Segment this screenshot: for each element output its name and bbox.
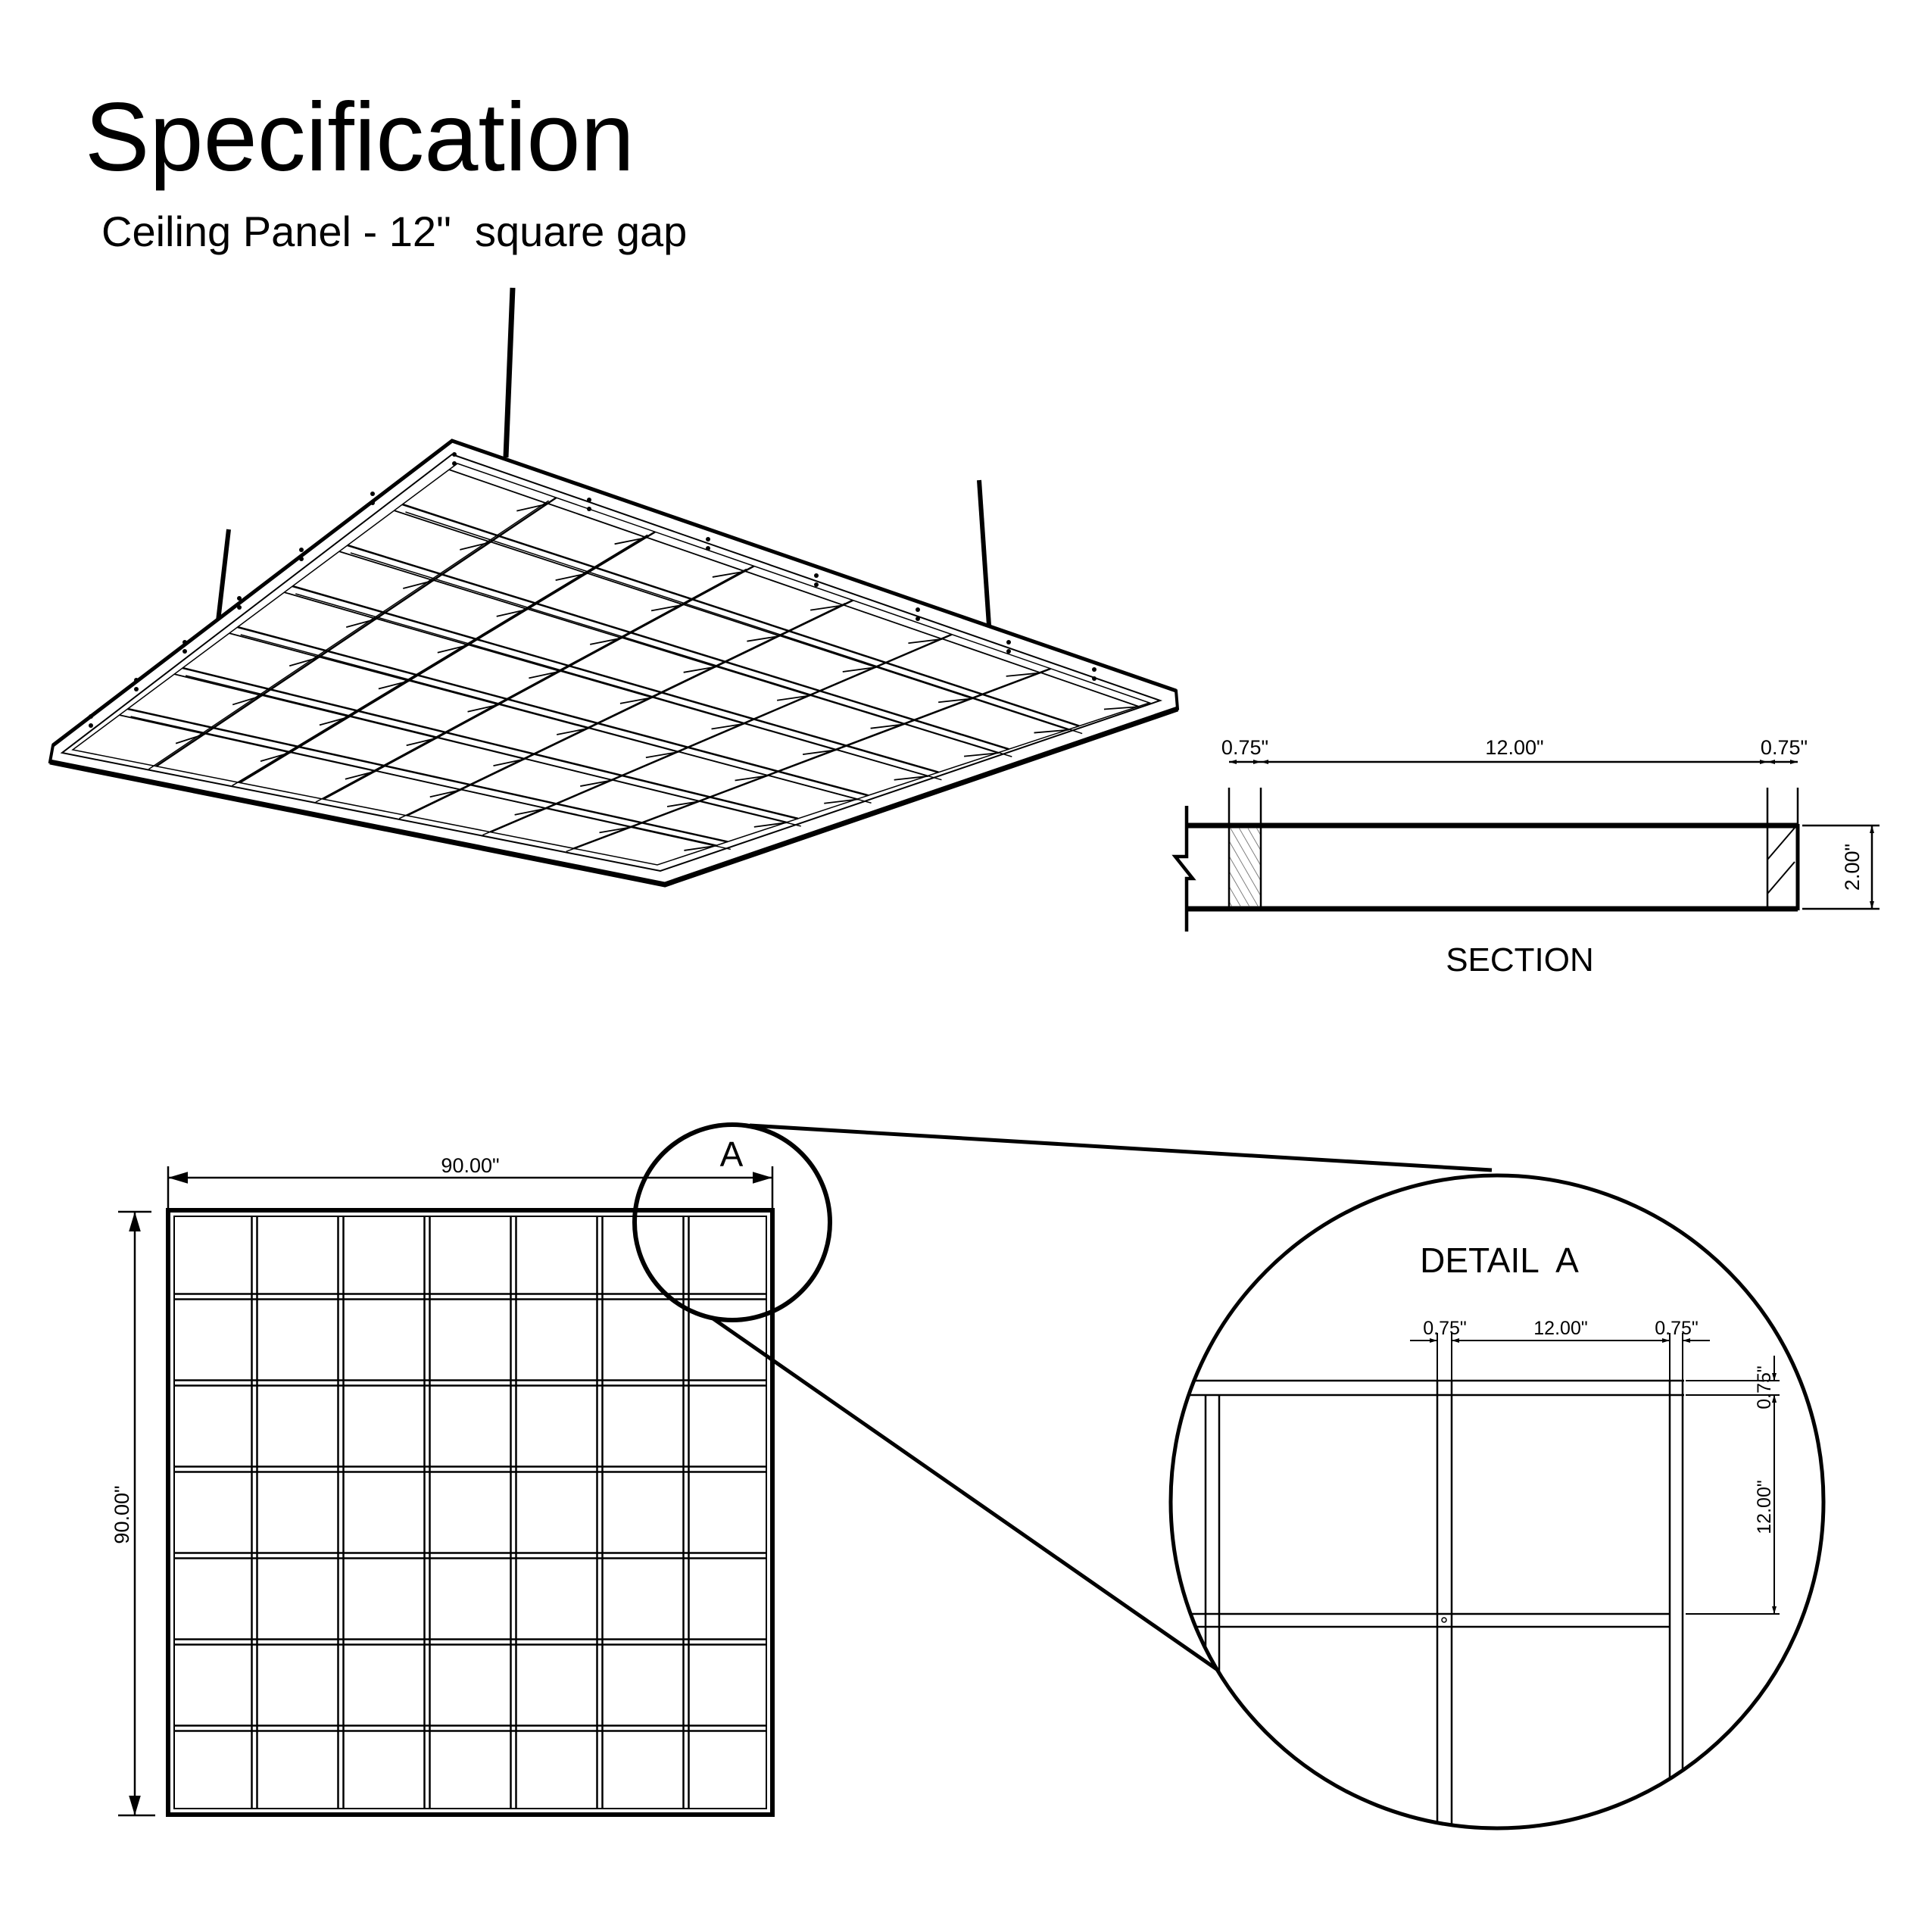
section-dim-height: 2.00" — [1841, 844, 1864, 891]
plan-view — [118, 1122, 1493, 1817]
section-view — [1171, 760, 1880, 932]
detail-dim-mullion-right: 0.75" — [1655, 1318, 1699, 1339]
section-dim-opening: 12.00" — [1485, 736, 1543, 759]
hanger-rod — [216, 529, 231, 622]
detail-leader-line — [710, 1316, 1281, 1715]
page-title: Specification — [85, 83, 635, 192]
iso-bolts — [89, 452, 1097, 728]
detail-marker-circle[interactable] — [632, 1122, 832, 1322]
iso-grid — [119, 469, 1140, 852]
detail-dim-rail: 0.75" — [1754, 1366, 1775, 1409]
isometric-view — [48, 287, 1180, 888]
hanger-rod — [977, 479, 991, 626]
page-subtitle: Ceiling Panel - 12" square gap — [101, 208, 688, 255]
plan-height-dim: 90.00" — [111, 1485, 133, 1543]
plan-width-dim: 90.00" — [441, 1154, 499, 1177]
detail-label: DETAIL A — [1420, 1241, 1579, 1280]
plan-grid — [174, 1216, 766, 1809]
detail-leader-line — [749, 1123, 1493, 1172]
detail-dim-opening-h: 12.00" — [1533, 1318, 1587, 1339]
section-label: SECTION — [1446, 941, 1594, 978]
plan-outer-frame — [166, 1208, 775, 1817]
hatched-border — [1229, 828, 1261, 907]
iso-frame — [48, 439, 1180, 888]
plan-inner-frame — [173, 1216, 767, 1809]
section-dim-left: 0.75" — [1221, 736, 1268, 759]
hanger-rod — [503, 287, 516, 458]
detail-marker-label: A — [720, 1135, 744, 1174]
detail-dim-mullion-left: 0.75" — [1423, 1318, 1467, 1339]
wall-break-line — [1171, 806, 1196, 932]
section-dim-right: 0.75" — [1761, 736, 1808, 759]
detail-dim-opening-v: 12.00" — [1754, 1480, 1775, 1534]
